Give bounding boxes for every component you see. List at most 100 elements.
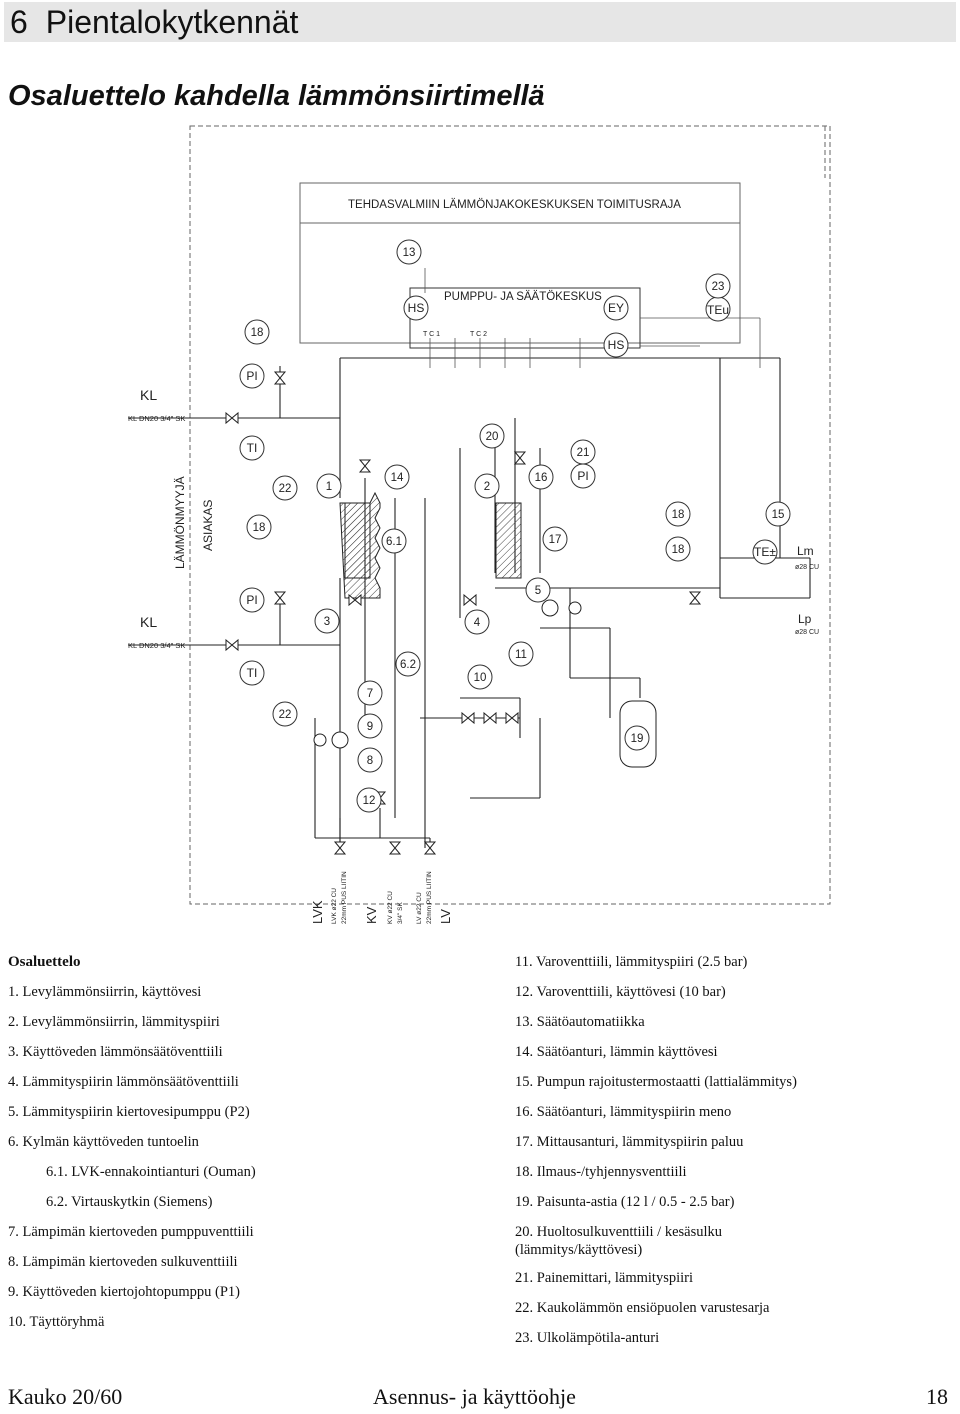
label-n16: 16 xyxy=(535,472,548,484)
label-hs-right: HS xyxy=(608,338,625,352)
legend-item-5: 5. Lämmityspiirin kiertovesipumppu (P2) xyxy=(8,1104,250,1120)
label-n15: 15 xyxy=(772,509,785,521)
sensor-wires xyxy=(424,268,761,368)
label-hs-left: HS xyxy=(408,301,425,315)
label-n13: 13 xyxy=(403,247,416,259)
label-n12: 12 xyxy=(363,795,376,807)
valves xyxy=(225,371,701,855)
chapter-number: 6 xyxy=(10,4,28,40)
legend-item-7: 7. Lämpimän kiertoveden pumppuventtiili xyxy=(8,1224,254,1240)
legend-item-6-2: 6.2. Virtauskytkin (Siemens) xyxy=(46,1194,213,1210)
label-n20: 20 xyxy=(486,431,499,443)
footer-product: Kauko 20/60 xyxy=(8,1384,123,1409)
legend-item-19: 19. Paisunta-astia (12 l / 0.5 - 2.5 bar… xyxy=(515,1194,735,1210)
gauges xyxy=(239,295,778,686)
label-n22-low: 22 xyxy=(279,709,292,721)
outlet-kv-spec1: KV ø22 CU xyxy=(387,891,394,924)
label-n10: 10 xyxy=(474,672,487,684)
motor-m xyxy=(313,733,327,747)
label-n62: 6.2 xyxy=(400,659,416,671)
legend-item-3: 3. Käyttöveden lämmönsäätöventtiili xyxy=(8,1044,223,1060)
label-ti-top: TI xyxy=(247,441,258,455)
label-kl-pipe-bottom: KL DN20 3/4" SK xyxy=(128,641,185,650)
heat-exchanger-2-plates xyxy=(495,502,522,579)
label-n2: 2 xyxy=(484,481,490,493)
label-pi-21: PI xyxy=(577,469,588,483)
label-kl-pipe-top: KL DN20 3/4" SK xyxy=(128,414,185,423)
label-n5: 5 xyxy=(535,585,541,597)
label-lp-pipe: ø28 CU xyxy=(795,629,819,636)
legend-item-2: 2. Levylämmönsiirrin, lämmityspiiri xyxy=(8,1014,220,1030)
legend-item-20: 20. Huoltosulkuventtiili / kesäsulku (lä… xyxy=(515,1224,723,1258)
legend-item-6: 6. Kylmän käyttöveden tuntoelin xyxy=(8,1134,199,1150)
legend-item-17: 17. Mittausanturi, lämmityspiirin paluu xyxy=(515,1134,744,1150)
footer-page-number: 18 xyxy=(926,1384,948,1409)
label-ey: EY xyxy=(608,301,624,315)
outlet-kv-spec2: 3/4" SK xyxy=(397,902,404,924)
legend-item-11: 11. Varoventtiili, lämmityspiiri (2.5 ba… xyxy=(515,954,748,970)
heat-exchanger-1-plates xyxy=(344,502,371,579)
label-supplier-side: LÄMMÖNMYYJÄ xyxy=(173,476,187,569)
outlet-kv: KV xyxy=(364,906,379,924)
legend-item-18: 18. Ilmaus-/tyhjennysventtiili xyxy=(515,1164,687,1180)
label-lm-pipe: ø28 CU xyxy=(795,564,819,571)
label-teu: TEu xyxy=(707,303,729,317)
legend-left-column: Osaluettelo 1. Levylämmönsiirrin, käyttö… xyxy=(8,947,468,1337)
legend-item-8: 8. Lämpimän kiertoveden sulkuventtiili xyxy=(8,1254,238,1270)
boundary-label: TEHDASVALMIIN LÄMMÖNJAKOKESKUKSEN TOIMIT… xyxy=(348,199,681,211)
pump-p1 xyxy=(331,731,349,749)
label-tc1: T C 1 xyxy=(423,331,440,338)
label-n18-top: 18 xyxy=(251,327,264,339)
label-kl-top: KL xyxy=(140,387,157,403)
label-n14: 14 xyxy=(391,472,404,484)
legend-item-23: 23. Ulkolämpötila-anturi xyxy=(515,1330,660,1346)
outlet-lv-spec1: LV ø22 CU xyxy=(416,892,423,924)
label-n11: 11 xyxy=(515,649,527,661)
label-n9: 9 xyxy=(367,721,373,733)
legend-item-12: 12. Varoventtiili, käyttövesi (10 bar) xyxy=(515,984,726,1000)
legend-item-1: 1. Levylämmönsiirrin, käyttövesi xyxy=(8,984,202,1000)
label-pi-top: PI xyxy=(246,369,257,383)
pump-p2 xyxy=(541,599,559,617)
label-n61: 6.1 xyxy=(386,536,402,548)
chapter-title: Pientalokytkennät xyxy=(45,4,299,40)
piping-diagram: 13 23 18 20 21 22 1 14 2 16 18 15 18 6.1… xyxy=(128,125,831,924)
outlet-lv: LV xyxy=(438,909,453,924)
pump-control-center-label: PUMPPU- JA SÄÄTÖKESKUS xyxy=(444,291,602,303)
label-customer-side: ASIAKAS xyxy=(201,500,215,551)
outlet-lvk: LVK xyxy=(310,900,325,924)
label-tc2: T C 2 xyxy=(470,331,487,338)
section-title: Osaluettelo kahdella lämmönsiirtimellä xyxy=(8,80,545,112)
label-pi-bottom: PI xyxy=(246,593,257,607)
label-kl-bottom: KL xyxy=(140,614,157,630)
outlet-lvk-spec1: LVK ø22 CU xyxy=(331,888,338,924)
label-n3: 3 xyxy=(324,616,330,628)
label-n7: 7 xyxy=(367,688,373,700)
label-ti-bottom: TI xyxy=(247,666,258,680)
legend-item-15: 15. Pumpun rajoitustermostaatti (lattial… xyxy=(515,1074,797,1090)
label-n17: 17 xyxy=(549,534,562,546)
legend-item-10: 10. Täyttöryhmä xyxy=(8,1314,105,1330)
label-te: TE± xyxy=(754,545,776,559)
number-bubbles xyxy=(244,239,791,813)
boundary-frames xyxy=(189,125,831,905)
label-n19: 19 xyxy=(631,733,644,745)
page-footer: Kauko 20/60 Asennus- ja käyttöohje 18 xyxy=(8,1384,954,1414)
label-n18-mid: 18 xyxy=(253,522,266,534)
label-n18-right: 18 xyxy=(672,509,685,521)
pumps xyxy=(313,599,582,749)
heat-exchangers xyxy=(339,491,522,599)
label-n18-low: 18 xyxy=(672,544,685,556)
pipes xyxy=(128,357,811,848)
legend-item-9: 9. Käyttöveden kiertojohtopumppu (P1) xyxy=(8,1284,240,1300)
legend-heading: Osaluettelo xyxy=(8,954,81,970)
legend-right-column: 11. Varoventtiili, lämmityspiiri (2.5 ba… xyxy=(515,947,955,1353)
legend-item-4: 4. Lämmityspiirin lämmönsäätöventtiili xyxy=(8,1074,239,1090)
legend-item-21: 21. Painemittari, lämmityspiiri xyxy=(515,1270,694,1286)
outlet-lvk-spec2: 22mm PUS LIITIN xyxy=(341,871,348,924)
label-n22-top: 22 xyxy=(279,483,292,495)
footer-document-title: Asennus- ja käyttöohje xyxy=(373,1384,576,1409)
label-n23: 23 xyxy=(712,281,725,293)
label-n4: 4 xyxy=(474,617,481,629)
motor-m2 xyxy=(568,601,582,615)
